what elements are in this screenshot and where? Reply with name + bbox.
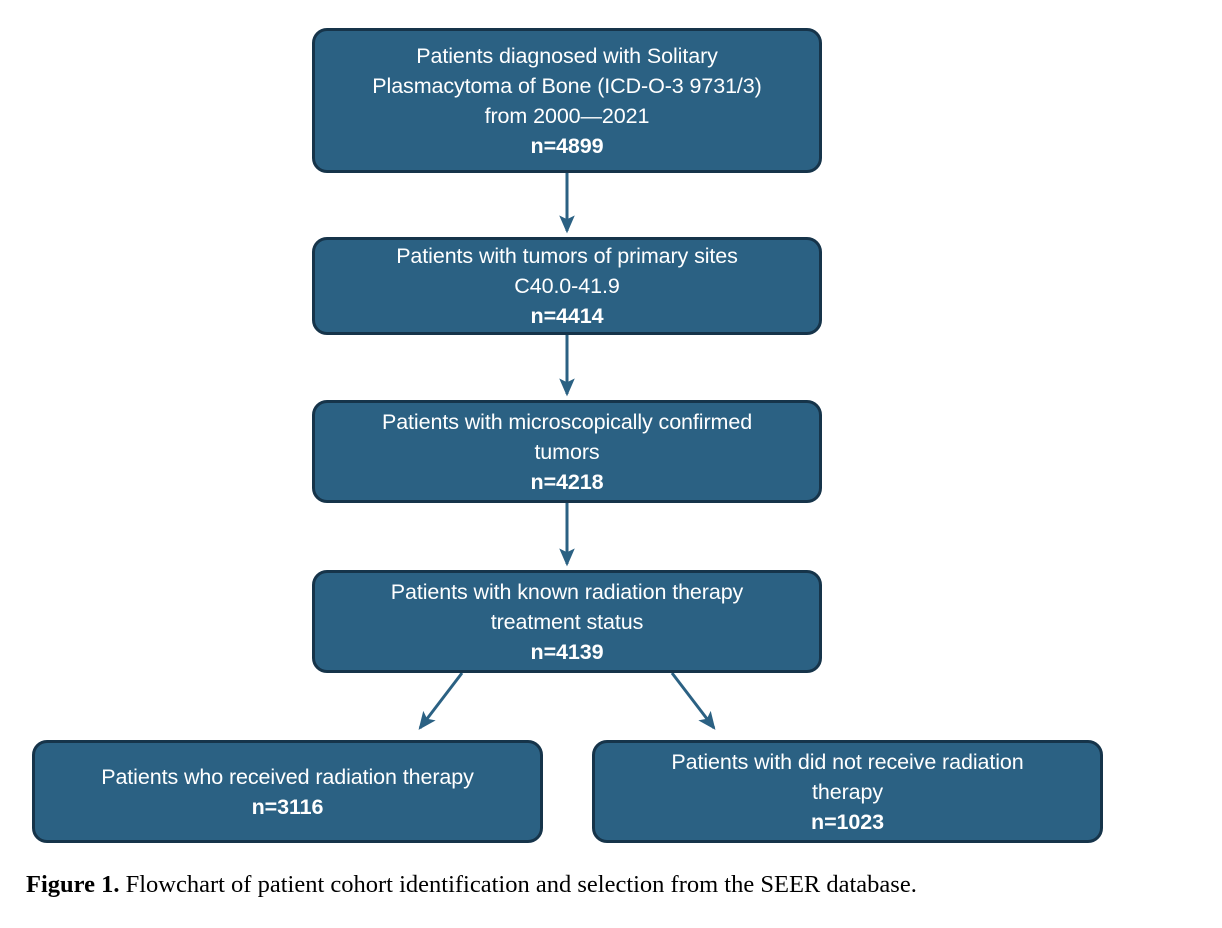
- flow-node-no-radiation[interactable]: Patients with did not receive radiation …: [592, 740, 1103, 843]
- arrow-box4-box5: [418, 672, 464, 730]
- node-count: n=4139: [530, 639, 604, 664]
- node-count: n=4899: [530, 133, 604, 158]
- node-text-line: treatment status: [490, 609, 644, 634]
- figure-caption-text: Flowchart of patient cohort identificati…: [119, 871, 917, 898]
- node-count: n=4218: [530, 469, 604, 494]
- figure-caption: Figure 1. Flowchart of patient cohort id…: [26, 869, 1206, 901]
- node-count: n=4414: [530, 304, 604, 328]
- node-text-line: Patients diagnosed with Solitary: [416, 43, 718, 68]
- flow-node-known-radiation-status[interactable]: Patients with known radiation therapy tr…: [312, 570, 822, 673]
- node-count: n=1023: [811, 809, 884, 834]
- node-text-line: Patients with did not receive radiation: [671, 749, 1024, 774]
- node-text-line: therapy: [811, 779, 883, 804]
- node-count: n=3116: [251, 794, 324, 819]
- node-text-line: Plasmacytoma of Bone (ICD-O-3 9731/3): [372, 73, 762, 98]
- arrow-box4-box6: [670, 672, 716, 730]
- flow-node-microscopically-confirmed[interactable]: Patients with microscopically confirmed …: [312, 400, 822, 503]
- node-text-line: Patients with microscopically confirmed: [381, 409, 753, 434]
- flow-node-diagnosed-cohort[interactable]: Patients diagnosed with Solitary Plasmac…: [312, 28, 822, 173]
- node-text-line: from 2000—2021: [484, 103, 650, 128]
- flow-node-primary-sites[interactable]: Patients with tumors of primary sites C4…: [312, 237, 822, 335]
- node-text-line: Patients who received radiation therapy: [101, 764, 474, 789]
- figure-caption-label: Figure 1.: [26, 871, 120, 898]
- flow-node-received-radiation[interactable]: Patients who received radiation therapy …: [32, 740, 543, 843]
- node-text-line: Patients with known radiation therapy: [390, 579, 744, 604]
- node-text-line: Patients with tumors of primary sites: [396, 244, 738, 268]
- node-text-line: tumors: [534, 439, 600, 464]
- node-text-line: C40.0-41.9: [514, 274, 620, 298]
